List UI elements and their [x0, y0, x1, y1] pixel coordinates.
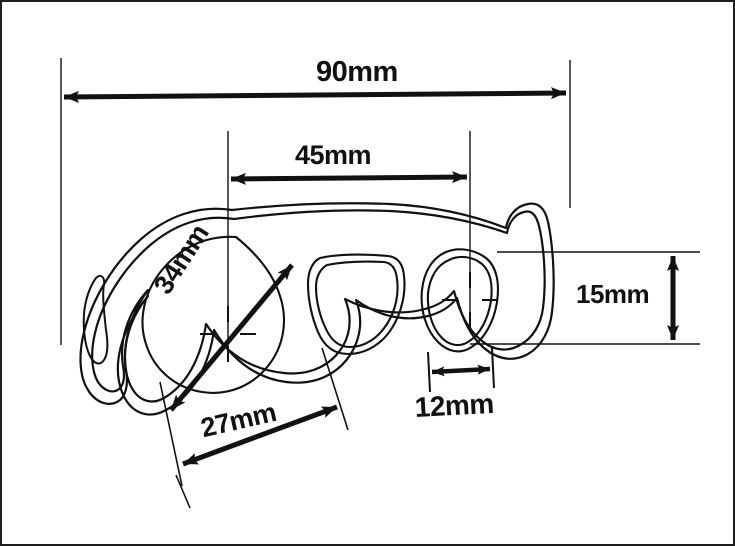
part-outline: [79, 202, 555, 416]
left-hook-slot: [82, 274, 109, 365]
ext-line-27-left: [159, 381, 183, 487]
extension-lines: [60, 58, 700, 487]
dim-arrow-34: [169, 263, 294, 412]
dim-arrow-90: [63, 87, 567, 103]
dimension-label-15mm: 15mm: [576, 279, 650, 309]
dimension-label-12mm: 12mm: [414, 387, 495, 423]
dimension-label-90mm: 90mm: [316, 56, 398, 88]
center-mark-right: [442, 272, 498, 328]
dimension-label-45mm: 45mm: [295, 140, 372, 170]
ext-line-12-right: [491, 347, 495, 389]
stray-guide-line: [175, 474, 191, 509]
right-aperture: [420, 248, 500, 353]
ext-line-27-right: [321, 347, 349, 431]
dim-arrow-12: [431, 364, 491, 377]
dim-arrow-45: [230, 171, 468, 185]
center-aperture: [306, 253, 406, 356]
ext-line-12-left: [427, 351, 431, 393]
dim-arrow-27: [182, 404, 338, 467]
dimension-arrows: [63, 87, 679, 467]
